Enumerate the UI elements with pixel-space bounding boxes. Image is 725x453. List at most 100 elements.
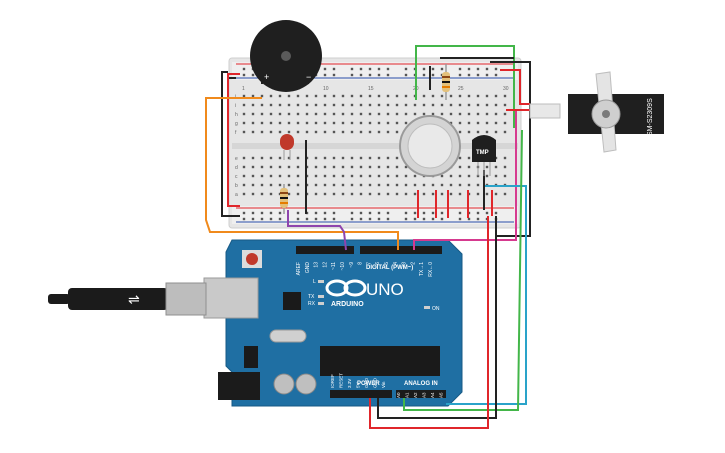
breadboard-hole: [350, 174, 354, 178]
digital-pin-label: AREF: [296, 262, 302, 275]
digital-pin-label: ~9: [349, 262, 355, 268]
breadboard-hole: [386, 174, 390, 178]
breadboard-hole: [431, 183, 435, 187]
breadboard-hole: [494, 121, 498, 125]
usb-icon: ⇌: [128, 291, 140, 307]
breadboard-hole: [485, 103, 489, 107]
red-led: [280, 134, 294, 160]
breadboard-hole: [377, 112, 381, 116]
breadboard-hole: [323, 165, 327, 169]
breadboard-hole: [242, 217, 246, 221]
breadboard-hole: [404, 217, 408, 221]
digital-pin-label: TX→1: [419, 262, 425, 276]
breadboard-hole: [314, 217, 318, 221]
breadboard-hole: [260, 156, 264, 160]
breadboard-hole: [377, 94, 381, 98]
breadboard-hole: [494, 211, 498, 215]
analog-pin-label: A1: [405, 392, 410, 398]
breadboard-hole: [458, 94, 462, 98]
analog-pin-label: A3: [422, 392, 427, 398]
breadboard-hole: [251, 211, 255, 215]
breadboard-hole: [422, 112, 426, 116]
breadboard-hole: [503, 94, 507, 98]
on-led-label: ON: [432, 306, 440, 312]
analog-pin-label: A0: [396, 392, 401, 398]
breadboard-hole: [404, 183, 408, 187]
breadboard-hole: [440, 94, 444, 98]
breadboard-hole: [377, 67, 381, 71]
brand-label: ARDUINO: [331, 301, 364, 308]
breadboard-hole: [260, 130, 264, 134]
breadboard-hole: [467, 103, 471, 107]
breadboard-hole: [350, 103, 354, 107]
breadboard-hole: [395, 103, 399, 107]
breadboard-hole: [260, 94, 264, 98]
breadboard-hole: [395, 183, 399, 187]
breadboard-hole: [440, 103, 444, 107]
breadboard-hole: [377, 156, 381, 160]
breadboard-hole: [422, 94, 426, 98]
breadboard-hole: [494, 103, 498, 107]
breadboard-hole: [386, 67, 390, 71]
breadboard-hole: [269, 211, 273, 215]
breadboard-hole: [503, 121, 507, 125]
breadboard-hole: [359, 165, 363, 169]
breadboard-hole: [386, 211, 390, 215]
breadboard-hole: [251, 121, 255, 125]
breadboard-hole: [350, 217, 354, 221]
breadboard-hole: [449, 121, 453, 125]
piezo-buzzer: + −: [250, 20, 322, 92]
breadboard-hole: [377, 192, 381, 196]
breadboard-hole: [278, 103, 282, 107]
servo-label: SM-S2309S: [647, 98, 654, 136]
reset-button[interactable]: [246, 253, 258, 265]
breadboard-hole: [494, 112, 498, 116]
breadboard-hole: [404, 174, 408, 178]
breadboard-hole: [332, 67, 336, 71]
breadboard-labels: 151015202530jihgfedcba: [234, 86, 509, 198]
breadboard-hole: [323, 112, 327, 116]
breadboard-hole: [260, 211, 264, 215]
breadboard-hole: [395, 174, 399, 178]
breadboard-hole: [296, 165, 300, 169]
row-letter: b: [235, 183, 238, 189]
breadboard-hole: [269, 174, 273, 178]
breadboard-hole: [359, 217, 363, 221]
breadboard-hole: [287, 192, 291, 196]
breadboard-hole: [386, 130, 390, 134]
breadboard-hole: [359, 174, 363, 178]
breadboard-hole: [260, 112, 264, 116]
breadboard-hole: [350, 94, 354, 98]
breadboard-hole: [296, 112, 300, 116]
breadboard-hole: [296, 183, 300, 187]
breadboard-hole: [386, 192, 390, 196]
breadboard-hole: [278, 121, 282, 125]
breadboard-hole: [395, 121, 399, 125]
breadboard-hole: [467, 121, 471, 125]
breadboard-hole: [449, 94, 453, 98]
breadboard-hole: [395, 94, 399, 98]
breadboard-hole: [269, 183, 273, 187]
breadboard-hole: [332, 211, 336, 215]
breadboard-hole: [305, 112, 309, 116]
breadboard-hole: [377, 130, 381, 134]
breadboard-hole: [359, 94, 363, 98]
breadboard-hole: [341, 192, 345, 196]
breadboard-hole: [494, 73, 498, 77]
breadboard-hole: [395, 130, 399, 134]
breadboard-hole: [368, 174, 372, 178]
breadboard-hole: [485, 174, 489, 178]
breadboard-hole: [287, 103, 291, 107]
breadboard-hole: [440, 192, 444, 196]
digital-pin-label: ~10: [340, 262, 346, 271]
breadboard-hole: [485, 130, 489, 134]
breadboard-hole: [350, 130, 354, 134]
breadboard-hole: [332, 174, 336, 178]
breadboard-hole: [350, 192, 354, 196]
breadboard-hole: [269, 130, 273, 134]
breadboard-hole: [431, 112, 435, 116]
power-pin-label: GND: [364, 377, 369, 388]
breadboard-hole: [476, 211, 480, 215]
breadboard-hole: [386, 183, 390, 187]
